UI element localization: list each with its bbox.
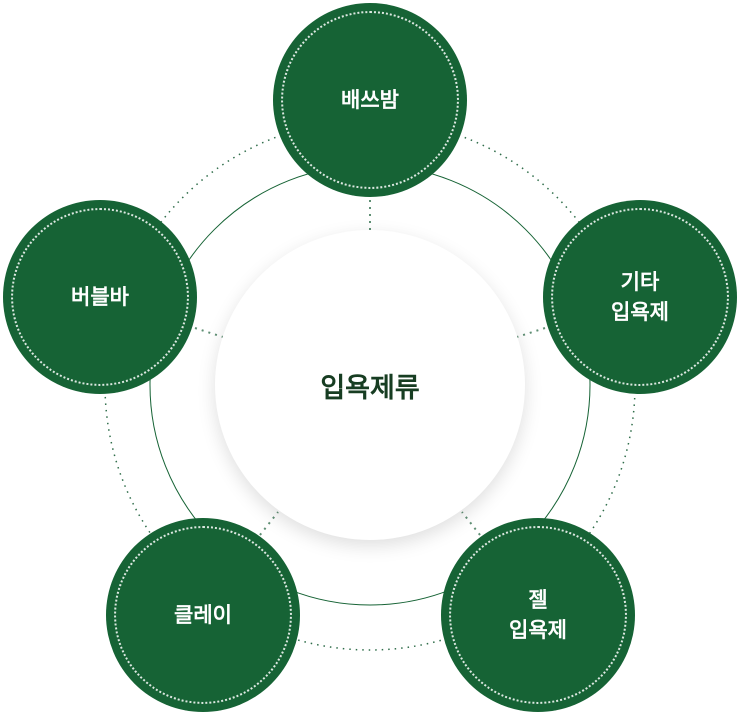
node-label: 젤 입욕제 <box>509 587 567 642</box>
center-label: 입욕제류 <box>320 372 420 404</box>
node-label: 배쓰밤 <box>341 87 399 112</box>
node-clay: 클레이 <box>106 518 300 712</box>
node-bubble-bar: 버블바 <box>3 200 197 394</box>
node-label: 클레이 <box>174 602 232 627</box>
node-gel-bath: 젤 입욕제 <box>441 518 635 712</box>
node-label: 버블바 <box>71 284 129 309</box>
node-label: 기타 입욕제 <box>611 269 669 324</box>
center-circle: 입욕제류 <box>215 230 525 540</box>
spokes <box>194 200 546 536</box>
node-other-bath: 기타 입욕제 <box>543 200 737 394</box>
node-bath-bomb: 배쓰밤 <box>273 3 467 197</box>
